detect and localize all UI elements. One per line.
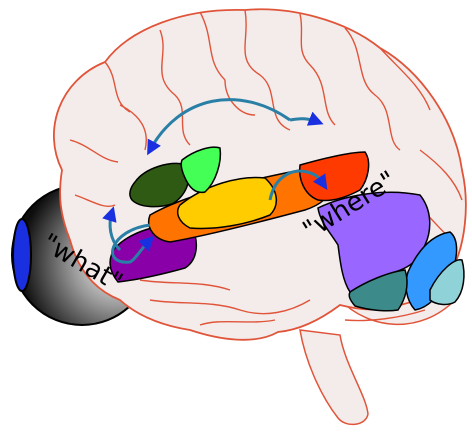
brainstem-shape xyxy=(300,330,368,424)
iris-shape xyxy=(13,219,31,291)
